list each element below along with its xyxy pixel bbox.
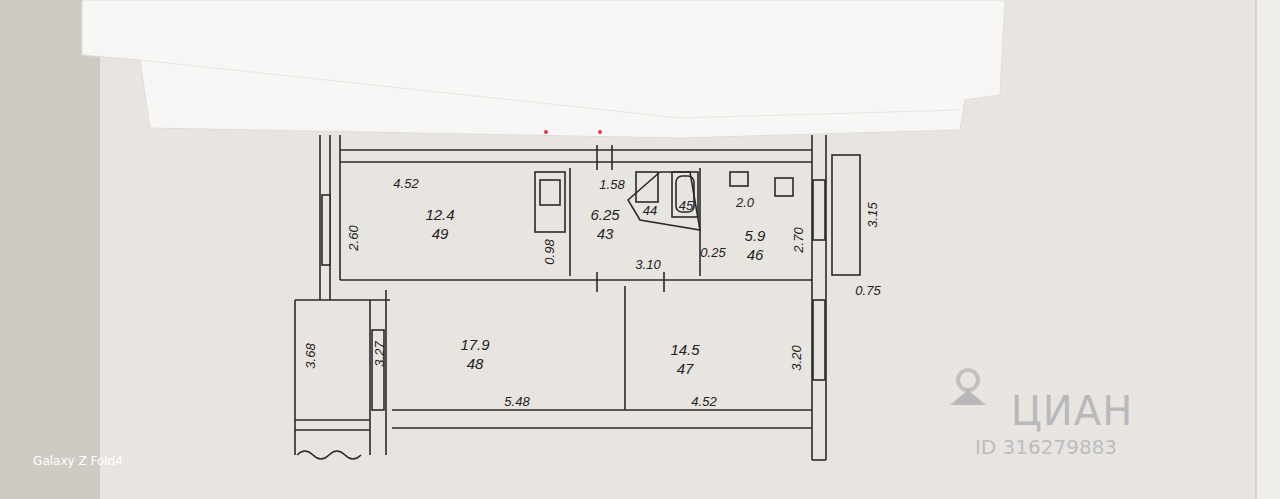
dimension-label: 0.25: [700, 246, 725, 259]
dimension-label: 2.70: [792, 227, 805, 252]
room-number: 43: [597, 225, 614, 244]
dimension-label: 0.75: [855, 284, 880, 297]
room-number: 46: [747, 246, 764, 265]
room-area: 17.948: [430, 325, 520, 385]
room-area-value: 14.5: [670, 341, 699, 360]
dimension-label: 3.68: [304, 343, 317, 368]
room-area-value: 12.4: [425, 206, 454, 225]
dimension-label: 3.27: [373, 341, 386, 366]
room-number: 49: [432, 225, 449, 244]
room-area: 12.449: [395, 195, 485, 255]
dimension-label: 45: [679, 199, 693, 212]
dimension-label: 0.98: [543, 239, 556, 264]
room-number: 48: [467, 355, 484, 374]
dimension-label: 3.15: [866, 202, 879, 227]
room-area: 5.946: [730, 222, 780, 270]
camera-tag: Galaxy Z Fold4: [33, 455, 123, 467]
dimension-label: 44: [643, 204, 657, 217]
dimension-label: 2.60: [347, 225, 360, 250]
watermark-id: ID 316279883: [975, 437, 1117, 457]
dimension-label: 1.58: [599, 178, 624, 191]
room-area-value: 17.9: [460, 336, 489, 355]
dimension-label: 2.0: [736, 196, 754, 209]
dimension-label: 3.20: [790, 345, 803, 370]
dimension-label: 4.52: [691, 395, 716, 408]
room-area-value: 6.25: [590, 206, 619, 225]
room-area: 6.2543: [580, 200, 630, 250]
watermark-logo: ЦИАН: [1011, 391, 1133, 431]
room-number: 47: [677, 360, 694, 379]
room-area: 14.547: [650, 330, 720, 390]
dimension-label: 5.48: [504, 395, 529, 408]
dimension-label: 4.52: [393, 177, 418, 190]
room-area-value: 5.9: [745, 227, 766, 246]
dimension-label: 3.10: [635, 258, 660, 271]
